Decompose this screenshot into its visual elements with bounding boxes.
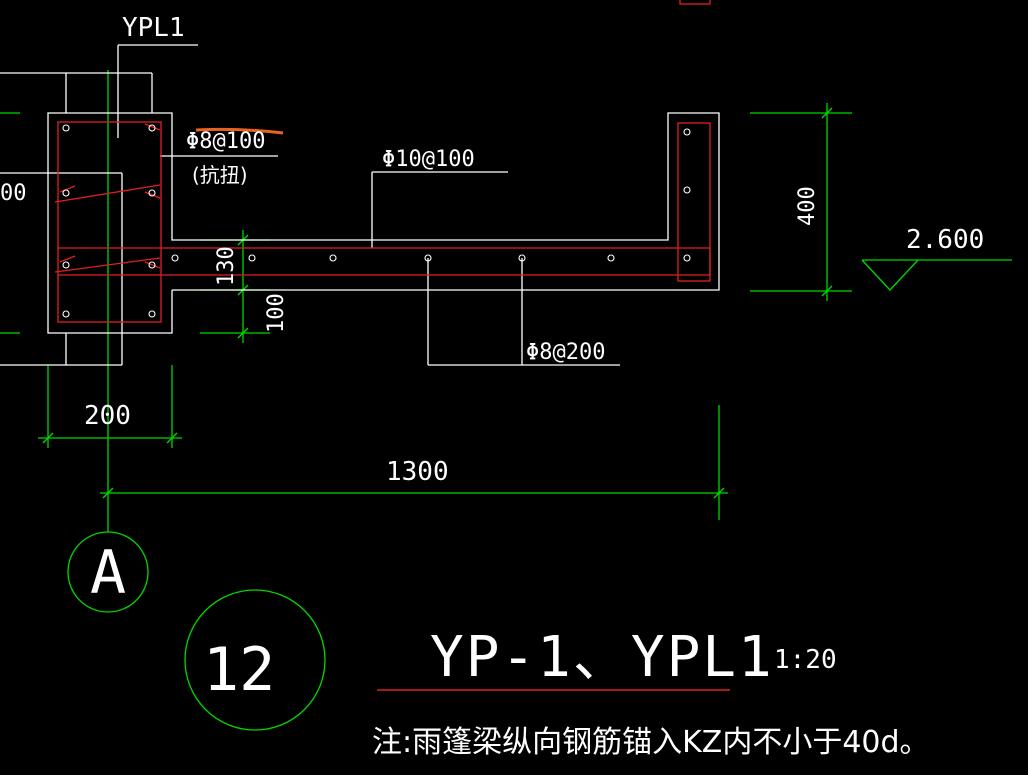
markup-stroke — [195, 127, 284, 135]
stirrup-label: Φ8@100 — [186, 129, 265, 154]
left-cut-dim-label: 00 — [0, 181, 27, 206]
axis-bubble — [67, 531, 149, 613]
bottom-bar-label: Φ8@200 — [526, 340, 605, 365]
dimension-lines — [0, 70, 1012, 532]
dim-200-label: 200 — [84, 401, 131, 431]
detail-number: 12 — [203, 635, 275, 705]
dim-1300-label: 1300 — [386, 457, 449, 487]
note-text: 注:雨篷梁纵向钢筋锚入KZ内不小于40d。 — [372, 725, 930, 760]
rebar-dots — [62, 124, 691, 318]
detail-bubble — [184, 589, 326, 731]
level-mark-label: 2.600 — [906, 225, 984, 255]
stirrup-note-label: (抗扭) — [192, 163, 248, 187]
dim-130-label: 130 — [214, 246, 239, 286]
dim-100-label: 100 — [264, 293, 289, 333]
scale-label: 1:20 — [774, 645, 837, 675]
beam-name-label: YPL1 — [122, 13, 185, 43]
rebar — [54, 121, 711, 323]
drawing-title: YP-1、YPL1 — [430, 625, 774, 690]
axis-label: A — [90, 538, 126, 608]
dim-400-label: 400 — [795, 186, 820, 226]
concrete-outline — [0, 44, 720, 366]
top-marker — [679, 0, 711, 5]
top-bar-label: Φ10@100 — [382, 147, 475, 172]
